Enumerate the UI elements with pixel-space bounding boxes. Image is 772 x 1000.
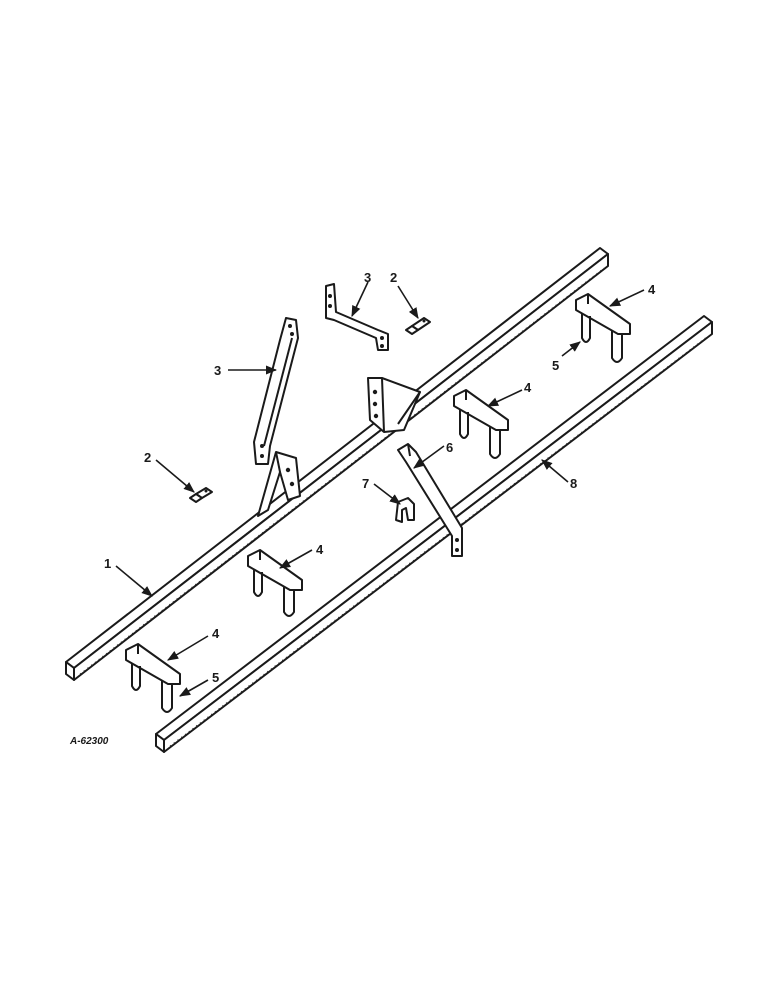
bar-8 — [155, 315, 713, 753]
pin-2-left — [189, 487, 213, 503]
callout-6: 6 — [446, 440, 453, 455]
mount-bracket-right — [367, 377, 421, 433]
callout-4-top-right: 4 — [648, 282, 656, 297]
callout-2-left: 2 — [144, 450, 151, 465]
brace-3-top — [325, 283, 389, 351]
clamp-4-bottom-left — [125, 643, 181, 713]
callout-5-left: 5 — [212, 670, 219, 685]
bar-1 — [65, 247, 609, 681]
callout-3-left: 3 — [214, 363, 221, 378]
leader-lines — [115, 281, 645, 697]
clamp-4-mid-right — [453, 389, 509, 459]
clevis-7 — [395, 497, 415, 523]
callout-4-bottom-left: 4 — [212, 626, 220, 641]
callout-4-mid-left: 4 — [316, 542, 324, 557]
callout-2-top: 2 — [390, 270, 397, 285]
callout-3-top: 3 — [364, 270, 371, 285]
callout-8: 8 — [570, 476, 577, 491]
callout-5-right: 5 — [552, 358, 559, 373]
callout-4-mid-right: 4 — [524, 380, 532, 395]
mount-bracket-left — [257, 451, 301, 517]
callout-1: 1 — [104, 556, 111, 571]
arm-6 — [397, 443, 463, 557]
figure-reference-code: A-62300 — [69, 736, 109, 747]
pin-2-top — [405, 317, 431, 335]
clamp-4-mid-left — [247, 549, 303, 617]
clamp-4-top-right — [575, 293, 631, 363]
brace-3-left — [253, 317, 299, 465]
callout-7: 7 — [362, 476, 369, 491]
